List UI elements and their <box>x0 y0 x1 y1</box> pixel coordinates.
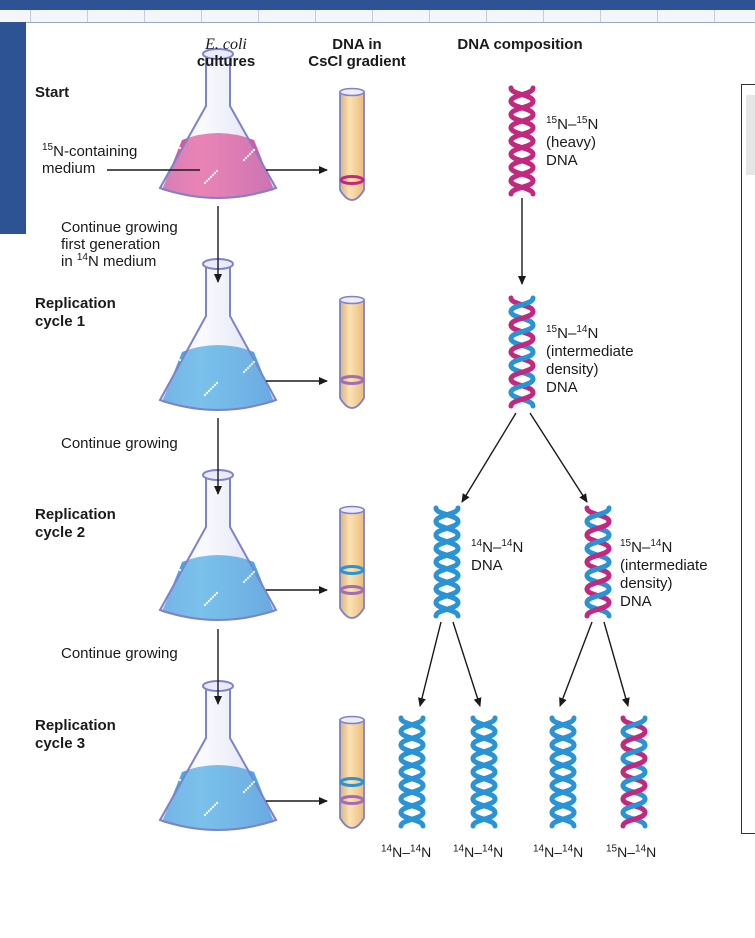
medium-line2: medium <box>42 160 96 177</box>
label-first-generation: Continue growing first generation in 14N… <box>61 219 178 270</box>
flow-arrow <box>529 412 588 503</box>
dna-helix <box>433 505 461 619</box>
row-cycle1: Replication cycle 1 <box>35 295 116 331</box>
row-cycle2: Replication cycle 2 <box>35 506 116 542</box>
gradient-tube <box>339 87 365 201</box>
culture-flask <box>158 258 278 411</box>
dna-helix <box>398 715 426 829</box>
gradient-tube <box>339 715 365 829</box>
header-composition: DNA composition <box>457 36 583 53</box>
label-medium: 15N-containing medium <box>42 142 138 178</box>
row-cycle1-line1: Replication <box>35 295 116 312</box>
comp-cycle1: 15N–14N (intermediate density) DNA <box>546 324 634 397</box>
comp-bottom-1: 14N–14N <box>381 843 432 860</box>
comp-bottom-4: 15N–14N <box>606 843 657 860</box>
dna-band <box>339 795 365 805</box>
row-cycle3-line1: Replication <box>35 717 116 734</box>
dna-helix <box>470 715 498 829</box>
label-continue-1: Continue growing <box>61 435 178 452</box>
dna-helix <box>620 715 648 829</box>
culture-flask <box>158 469 278 621</box>
row-cycle1-line2: cycle 1 <box>35 313 86 330</box>
label-continue-2: Continue growing <box>61 645 178 662</box>
first-line3-pre: in <box>61 253 77 270</box>
row-start: Start <box>35 84 70 101</box>
medium-isotope: 15 <box>42 142 54 153</box>
comp-bottom-3: 14N–14N <box>533 843 584 860</box>
flow-arrow <box>418 621 442 707</box>
header-gradient-line1: DNA in <box>332 36 382 53</box>
first-line2: first generation <box>61 236 161 253</box>
first-line1: Continue growing <box>61 219 178 236</box>
header-gradient: DNA in CsCl gradient <box>296 36 418 70</box>
dna-band <box>339 585 365 595</box>
dna-helix <box>549 715 577 829</box>
dna-helix <box>584 505 612 619</box>
gradient-tube <box>339 295 365 409</box>
flow-arrow <box>452 621 482 707</box>
flow-arrow <box>603 621 630 707</box>
row-cycle3-line2: cycle 3 <box>35 735 86 752</box>
culture-flask <box>158 680 278 831</box>
dna-band <box>339 565 365 575</box>
header-cultures-species: E. coli <box>205 36 247 53</box>
comp-heavy: 15N–15N (heavy) DNA <box>546 115 599 170</box>
row-cycle3: Replication cycle 3 <box>35 717 116 753</box>
comp-cycle2-left: 14N–14N DNA <box>471 538 524 575</box>
comp-bottom-2: 14N–14N <box>453 843 504 860</box>
dna-helix <box>508 295 536 409</box>
flow-arrow <box>461 412 517 503</box>
dna-band <box>339 175 365 185</box>
flow-arrow <box>559 621 593 707</box>
notes-panel-edge <box>741 84 755 834</box>
culture-flask <box>158 48 278 199</box>
row-cycle2-line1: Replication <box>35 506 116 523</box>
dna-band <box>339 777 365 787</box>
gradient-tube <box>339 505 365 619</box>
header-gradient-line2: CsCl gradient <box>308 53 406 70</box>
dna-band <box>339 375 365 385</box>
header-cultures: E. coli cultures <box>170 36 282 70</box>
medium-line1: N-containing <box>53 143 138 160</box>
header-cultures-label: cultures <box>196 53 256 70</box>
slide-side-panel <box>0 22 26 234</box>
first-line3-isotope: 14 <box>76 252 88 263</box>
comp-cycle2-right: 15N–14N (intermediate density) DNA <box>620 538 708 611</box>
first-line3-post: N medium <box>87 253 157 270</box>
ruler <box>0 10 755 23</box>
row-cycle2-line2: cycle 2 <box>35 524 86 541</box>
window-title-bar <box>0 0 755 10</box>
dna-helix <box>508 85 536 197</box>
